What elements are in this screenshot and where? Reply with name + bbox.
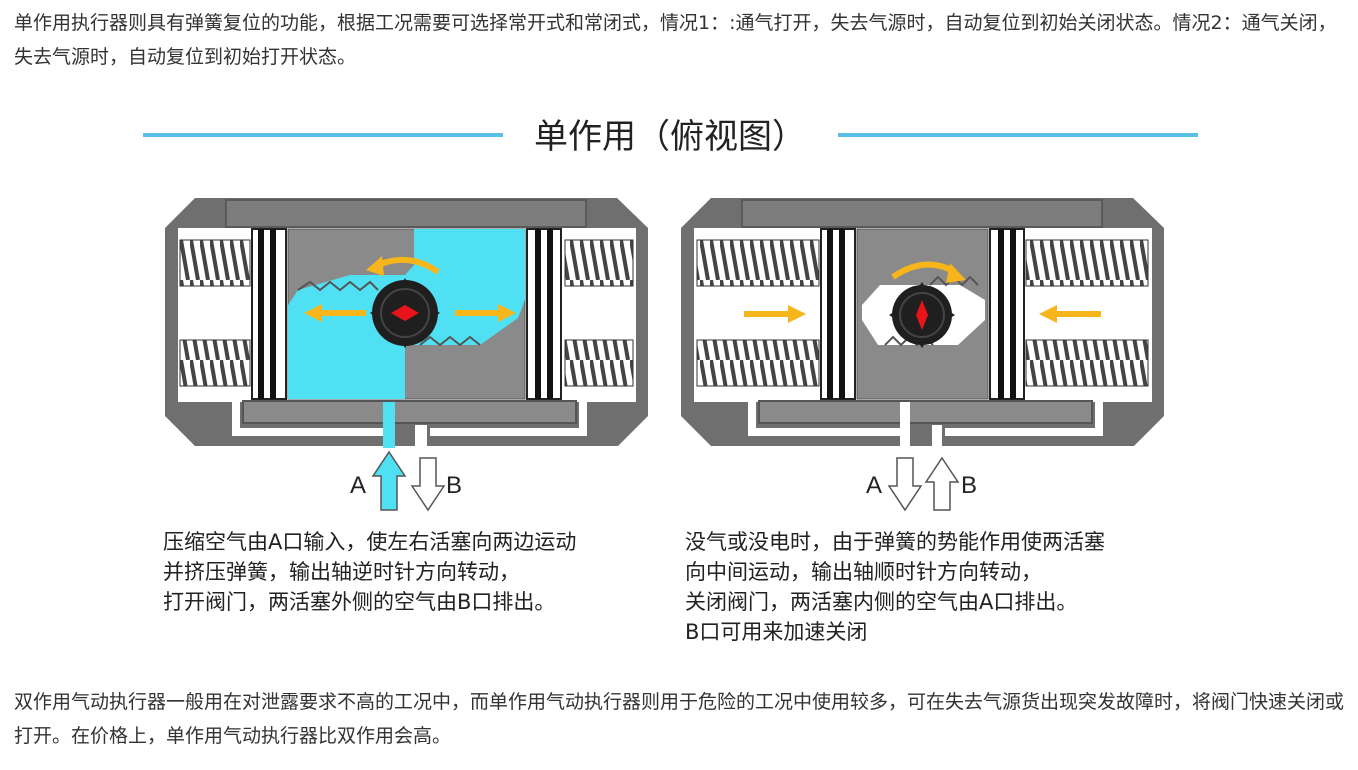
left-arrow-outward-left-icon bbox=[304, 304, 366, 322]
right-caption-line: 没气或没电时，由于弹簧的势能作用使两活塞 bbox=[685, 530, 1105, 554]
right-arrow-inward-left-icon bbox=[744, 305, 806, 323]
right-gear-icon bbox=[889, 282, 955, 348]
right-spring-bot-left bbox=[696, 339, 820, 387]
left-spring-top-right bbox=[564, 239, 634, 287]
right-port-a-label: A bbox=[866, 472, 882, 499]
left-caption: 压缩空气由A口输入，使左右活塞向两边运动 并挤压弹簧，输出轴逆时针方向转动， 打… bbox=[163, 527, 576, 617]
right-caption-line: 关闭阀门，两活塞内侧的空气由A口排出。 bbox=[685, 590, 1078, 614]
right-spring-top-right bbox=[1025, 239, 1149, 287]
right-caption-line: 向中间运动，输出轴顺时针方向转动， bbox=[685, 560, 1042, 584]
left-port-b-arrow-icon bbox=[410, 457, 446, 512]
right-arrow-inward-right-icon bbox=[1039, 305, 1101, 323]
right-caption-line: B口可用来加速关闭 bbox=[685, 620, 868, 644]
left-spring-bot-right bbox=[564, 339, 634, 387]
left-caption-line: 压缩空气由A口输入，使左右活塞向两边运动 bbox=[163, 530, 577, 554]
left-port-b-label: B bbox=[446, 472, 462, 499]
left-gear-icon bbox=[370, 278, 440, 348]
left-port-a-label: A bbox=[350, 472, 366, 499]
closing-paragraph: 双作用气动执行器一般用在对泄露要求不高的工况中，而单作用气动执行器则用于危险的工… bbox=[14, 691, 1345, 747]
left-arrow-outward-right-icon bbox=[455, 304, 516, 322]
left-caption-line: 打开阀门，两活塞外侧的空气由B口排出。 bbox=[163, 590, 556, 614]
right-spring-bot-right bbox=[1025, 339, 1149, 387]
right-port-b-label: B bbox=[961, 472, 977, 499]
left-caption-line: 并挤压弹簧，输出轴逆时针方向转动， bbox=[163, 560, 520, 584]
left-spring-bot-left bbox=[179, 339, 251, 387]
left-port-a-arrow-icon bbox=[371, 450, 407, 511]
right-actuator: A B bbox=[681, 198, 1164, 512]
right-port-b-arrow-icon bbox=[924, 456, 960, 511]
left-actuator: A B bbox=[165, 198, 648, 512]
diagram-title: 单作用（俯视图） bbox=[534, 117, 806, 157]
right-spring-top-left bbox=[696, 239, 820, 287]
left-spring-top-left bbox=[179, 239, 251, 287]
right-port-a-arrow-icon bbox=[887, 457, 923, 512]
intro-paragraph: 单作用执行器则具有弹簧复位的功能，根据工况需要可选择常开式和常闭式，情况1：:通… bbox=[14, 12, 1337, 68]
right-caption: 没气或没电时，由于弹簧的势能作用使两活塞 向中间运动，输出轴顺时针方向转动， 关… bbox=[685, 527, 1105, 647]
left-rotation-arrow-icon bbox=[376, 256, 440, 275]
